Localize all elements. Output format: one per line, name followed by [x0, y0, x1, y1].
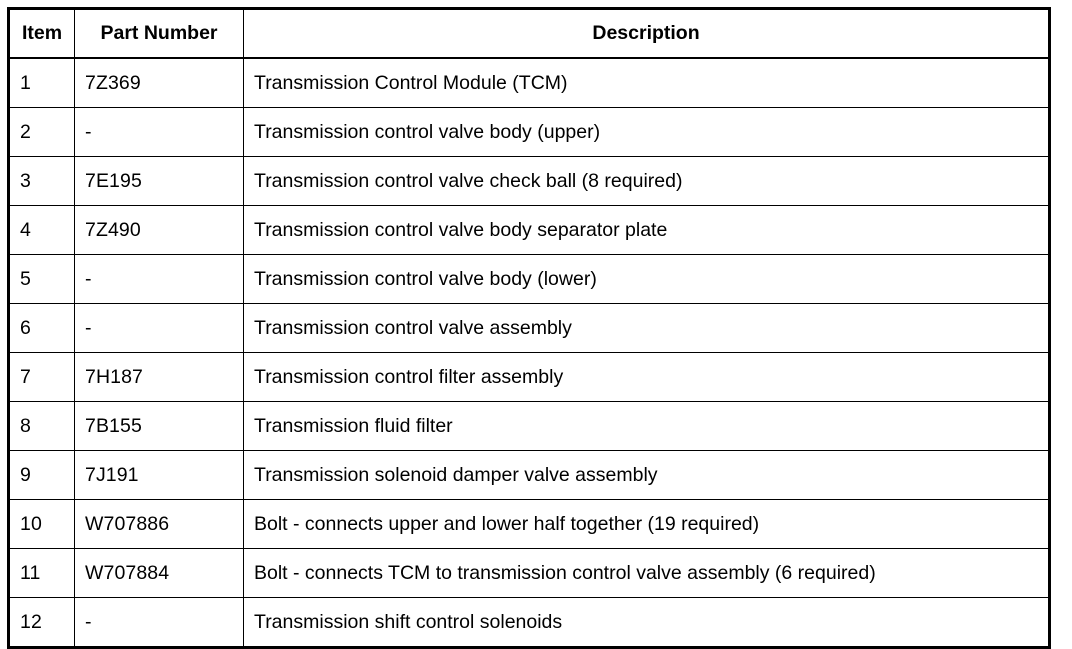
cell-part-number: W707884 [74, 548, 244, 598]
cell-item: 11 [8, 548, 75, 598]
cell-part-number: 7Z369 [74, 57, 244, 108]
cell-part-number: - [74, 254, 244, 304]
cell-part-number: 7E195 [74, 156, 244, 206]
cell-item: 10 [8, 499, 75, 549]
cell-description: Transmission control filter assembly [243, 352, 1050, 402]
cell-description: Transmission control valve assembly [243, 303, 1050, 353]
cell-description: Transmission control valve body separato… [243, 205, 1050, 255]
column-header-part-number: Part Number [74, 8, 244, 59]
table-header-row: Item Part Number Description [8, 8, 1050, 59]
column-header-description: Description [243, 8, 1050, 59]
cell-item: 4 [8, 205, 75, 255]
cell-description: Transmission Control Module (TCM) [243, 57, 1050, 108]
table-header: Item Part Number Description [8, 8, 1050, 59]
cell-part-number: 7J191 [74, 450, 244, 500]
cell-item: 3 [8, 156, 75, 206]
table-row: 2-Transmission control valve body (upper… [8, 107, 1050, 157]
cell-description: Bolt - connects TCM to transmission cont… [243, 548, 1050, 598]
table-row: 5-Transmission control valve body (lower… [8, 254, 1050, 304]
table-row: 12-Transmission shift control solenoids [8, 597, 1050, 648]
cell-description: Bolt - connects upper and lower half tog… [243, 499, 1050, 549]
cell-item: 9 [8, 450, 75, 500]
cell-description: Transmission solenoid damper valve assem… [243, 450, 1050, 500]
cell-item: 12 [8, 597, 75, 648]
cell-item: 6 [8, 303, 75, 353]
cell-part-number: W707886 [74, 499, 244, 549]
cell-description: Transmission shift control solenoids [243, 597, 1050, 648]
cell-part-number: 7B155 [74, 401, 244, 451]
cell-item: 7 [8, 352, 75, 402]
cell-description: Transmission control valve body (upper) [243, 107, 1050, 157]
cell-description: Transmission control valve body (lower) [243, 254, 1050, 304]
cell-description: Transmission control valve check ball (8… [243, 156, 1050, 206]
cell-item: 2 [8, 107, 75, 157]
cell-part-number: - [74, 303, 244, 353]
cell-part-number: 7H187 [74, 352, 244, 402]
cell-item: 1 [8, 57, 75, 108]
cell-description: Transmission fluid filter [243, 401, 1050, 451]
cell-part-number: 7Z490 [74, 205, 244, 255]
cell-part-number: - [74, 107, 244, 157]
cell-item: 5 [8, 254, 75, 304]
column-header-item: Item [8, 8, 75, 59]
cell-part-number: - [74, 597, 244, 648]
cell-item: 8 [8, 401, 75, 451]
table-row: 6-Transmission control valve assembly [8, 303, 1050, 353]
